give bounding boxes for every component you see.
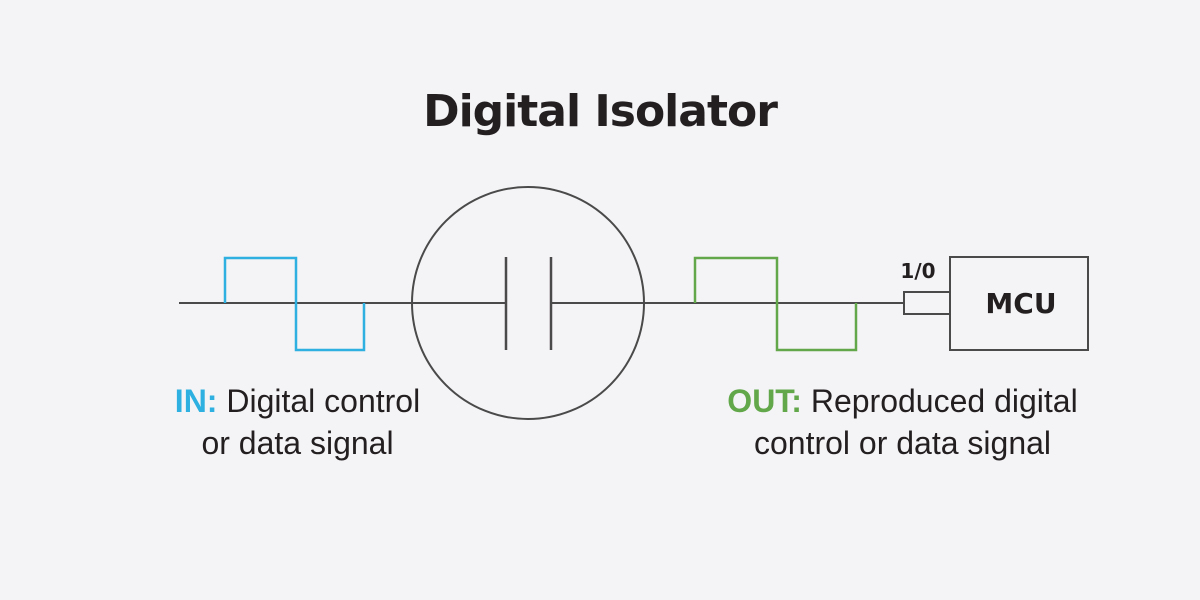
output-keyword: OUT:	[727, 383, 802, 419]
input-square-wave	[223, 256, 366, 352]
mcu-box	[949, 256, 1089, 351]
io-pin	[903, 291, 951, 315]
output-square-wave	[693, 256, 858, 352]
output-caption: OUT: Reproduced digital control or data …	[700, 380, 1105, 464]
input-caption-line1: Digital control	[217, 383, 421, 419]
mcu-label: MCU	[985, 287, 1056, 320]
input-keyword: IN:	[174, 383, 218, 419]
io-pin-label: 1/0	[900, 259, 935, 283]
output-caption-line2: control or data signal	[753, 425, 1052, 461]
input-caption: IN: Digital control or data signal	[150, 380, 445, 464]
input-caption-line2: or data signal	[201, 425, 394, 461]
output-caption-line1: Reproduced digital	[801, 383, 1078, 419]
diagram-title: Digital Isolator	[423, 86, 778, 137]
